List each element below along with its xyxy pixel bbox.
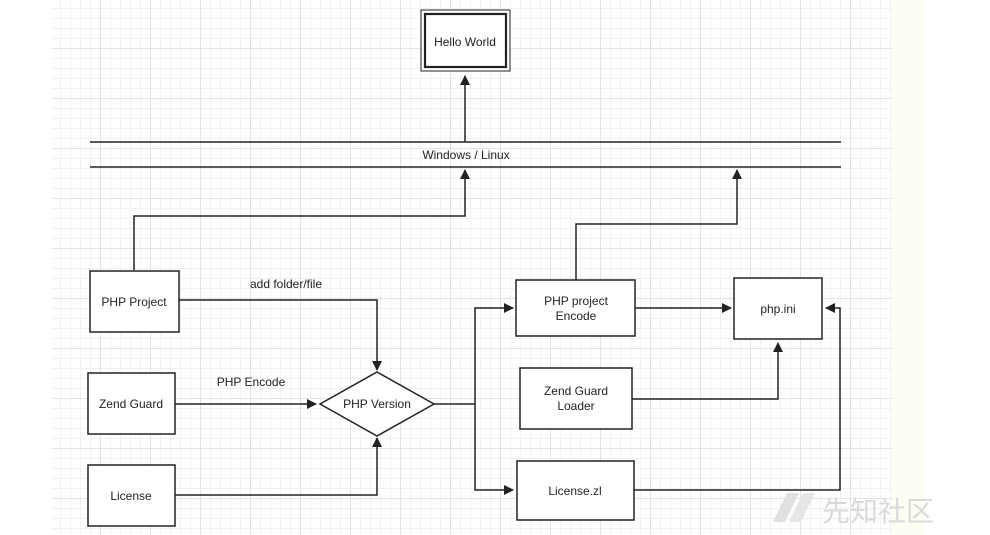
watermark: 先知社区: [773, 493, 934, 527]
zend-guard-loader-label-line2: Loader: [557, 399, 594, 413]
php-ini-node: php.ini: [733, 277, 823, 340]
php-project-encode-node: PHP project Encode: [515, 279, 636, 337]
edge-label-add-folder: add folder/file: [250, 277, 322, 291]
left-margin: [0, 0, 52, 535]
zend-guard-loader-node: Zend Guard Loader: [519, 367, 633, 430]
license-zl-node: License.zl: [516, 460, 635, 521]
edge-version-to-encode: [434, 303, 514, 405]
zend-guard-node: Zend Guard: [87, 372, 176, 435]
edge-encode-to-platform: [575, 169, 742, 280]
grid-canvas: [52, 0, 892, 535]
php-version-label: PHP Version: [343, 397, 411, 411]
php-ini-label: php.ini: [760, 302, 795, 316]
php-project-label: PHP Project: [101, 295, 167, 309]
edge-loader-to-phpini: [632, 342, 783, 400]
edge-project-to-version: [179, 299, 382, 371]
edge-license-to-version: [175, 437, 382, 496]
right-strip: [892, 0, 925, 535]
edge-project-to-platform: [133, 169, 470, 270]
php-version-node: PHP Version: [318, 371, 436, 437]
right-margin: [925, 0, 990, 535]
hello-world-node: Hello World: [420, 9, 511, 72]
php-project-encode-label-line2: Encode: [556, 309, 597, 323]
edges: [133, 75, 841, 496]
php-project-node: PHP Project: [89, 270, 180, 333]
edge-licensezl-to-phpini: [634, 303, 841, 491]
watermark-text: 先知社区: [822, 496, 934, 527]
watermark-logo-icon: [773, 493, 799, 522]
license-node: License: [87, 464, 176, 527]
edge-version-to-licensezl: [474, 404, 514, 495]
edge-label-php-encode: PHP Encode: [217, 375, 286, 389]
hello-world-label: Hello World: [434, 35, 496, 49]
license-zl-label: License.zl: [548, 484, 601, 498]
platform-bar: Windows / Linux: [90, 141, 841, 168]
zend-guard-label: Zend Guard: [99, 397, 163, 411]
license-label: License: [110, 489, 152, 503]
php-project-encode-label-line1: PHP project: [544, 294, 608, 308]
platform-label: Windows / Linux: [422, 148, 509, 162]
zend-guard-loader-label-line1: Zend Guard: [544, 384, 608, 398]
